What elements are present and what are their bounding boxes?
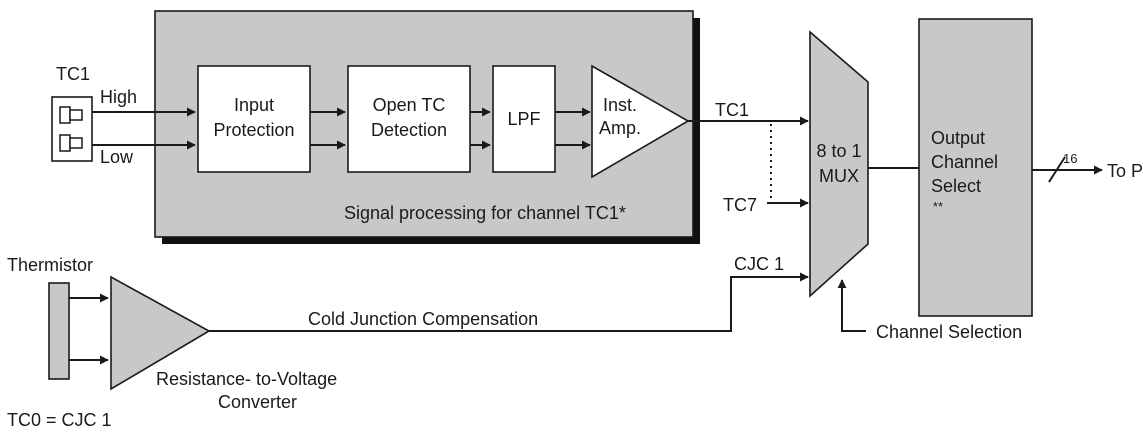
output-select-footnote: ** bbox=[933, 199, 943, 214]
output-select-label-3: Select bbox=[931, 176, 981, 196]
input-protection-block bbox=[197, 65, 311, 173]
tc1-output-label: TC1 bbox=[715, 100, 749, 120]
lpf-block bbox=[492, 65, 556, 173]
cjc-line-arrow bbox=[209, 272, 809, 332]
mux-label-1: 8 to 1 bbox=[816, 141, 861, 161]
output-select-label-2: Channel bbox=[931, 152, 998, 172]
open-tc-detection-block bbox=[347, 65, 471, 173]
high-wire-label: High bbox=[100, 87, 137, 107]
inst-amp-label-1: Inst. bbox=[603, 95, 637, 115]
cjc-line-label: Cold Junction Compensation bbox=[308, 309, 538, 329]
bus-width-label: 16 bbox=[1063, 151, 1077, 166]
channel-selection-label: Channel Selection bbox=[876, 322, 1022, 342]
output-select-label-1: Output bbox=[931, 128, 985, 148]
thermistor-label: Thermistor bbox=[7, 255, 93, 275]
output-channel-select-block bbox=[918, 18, 1033, 317]
thermocouple-connector-icon bbox=[51, 96, 93, 162]
resistance-to-voltage-converter bbox=[110, 275, 211, 391]
tc1-connector-title: TC1 bbox=[56, 64, 90, 84]
channel-selection-arrow bbox=[837, 279, 866, 332]
to-p1-label: To P1 bbox=[1107, 161, 1143, 181]
bus-width-slash bbox=[1048, 156, 1066, 183]
cjc-input-label: CJC 1 bbox=[734, 254, 784, 274]
mux-label-2: MUX bbox=[819, 166, 859, 186]
open-tc-detection-label-1: Open TC bbox=[373, 95, 446, 115]
input-protection-label-1: Input bbox=[234, 95, 274, 115]
instrumentation-amplifier bbox=[591, 64, 690, 179]
open-tc-detection-label-2: Detection bbox=[371, 120, 447, 140]
signal-processing-caption: Signal processing for channel TC1* bbox=[344, 203, 626, 223]
converter-label-1: Resistance- to-Voltage bbox=[156, 369, 337, 389]
tc7-input-label: TC7 bbox=[723, 195, 757, 215]
converter-label-2: Converter bbox=[218, 392, 297, 412]
input-protection-label-2: Protection bbox=[213, 120, 294, 140]
low-wire-label: Low bbox=[100, 147, 134, 167]
inst-amp-label-2: Amp. bbox=[599, 118, 641, 138]
tc0-note: TC0 = CJC 1 bbox=[7, 410, 112, 430]
thermistor-element bbox=[48, 282, 70, 380]
lpf-label: LPF bbox=[507, 109, 540, 129]
mux-block bbox=[809, 30, 869, 298]
